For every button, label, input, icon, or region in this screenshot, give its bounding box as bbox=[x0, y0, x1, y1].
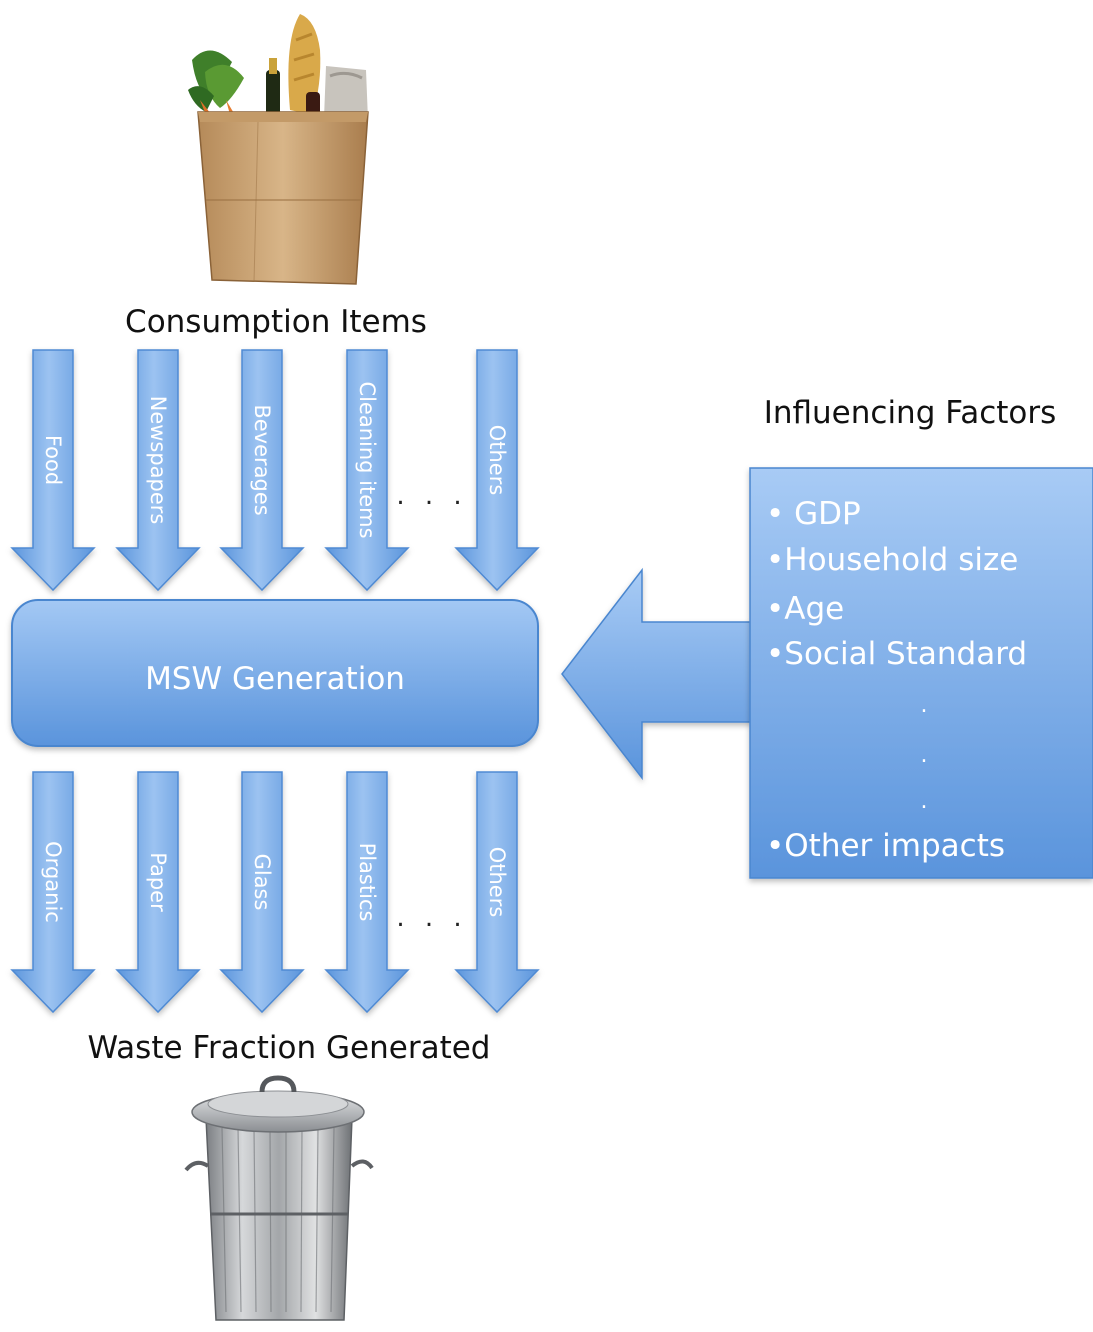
consumption-item-arrow: Newspapers bbox=[115, 349, 201, 592]
waste-item-arrow: Others bbox=[454, 771, 540, 1014]
waste-item-arrow: Glass bbox=[219, 771, 305, 1014]
waste-ellipsis: . . . bbox=[396, 903, 467, 933]
waste-item-label: Paper bbox=[146, 852, 170, 912]
consumption-item-arrow: Beverages bbox=[219, 349, 305, 592]
factors-box: • GDP •Household size •Age •Social Stand… bbox=[749, 467, 1093, 879]
factor-dot: . bbox=[921, 693, 928, 718]
consumption-item-arrow: Cleaning items bbox=[324, 349, 410, 592]
influence-arrow bbox=[561, 567, 753, 781]
waste-item-label: Others bbox=[485, 847, 509, 918]
factor-age: •Age bbox=[766, 591, 844, 627]
waste-item-label: Plastics bbox=[355, 843, 379, 922]
waste-item-arrow: Paper bbox=[115, 771, 201, 1014]
consumption-item-label: Food bbox=[41, 435, 65, 485]
waste-item-label: Organic bbox=[41, 841, 65, 923]
waste-item-arrow: Plastics bbox=[324, 771, 410, 1014]
grocery-bag-icon bbox=[188, 14, 369, 285]
msw-generation-box: MSW Generation bbox=[11, 599, 539, 747]
consumption-item-label: Beverages bbox=[250, 404, 274, 515]
trash-can-icon bbox=[184, 1075, 374, 1321]
factor-other-impacts: •Other impacts bbox=[766, 828, 1005, 864]
consumption-item-label: Cleaning items bbox=[355, 381, 379, 538]
factor-gdp: • GDP bbox=[766, 496, 861, 532]
consumption-arrows: Food Newspapers Beverages Cleaning items Oth… bbox=[10, 349, 540, 592]
consumption-item-arrow: Food bbox=[10, 349, 96, 592]
factor-social-standard: •Social Standard bbox=[766, 636, 1027, 672]
consumption-item-arrow: Others bbox=[454, 349, 540, 592]
waste-item-arrow: Organic bbox=[10, 771, 96, 1014]
factors-title: Influencing Factors bbox=[764, 395, 1057, 431]
factor-household-size: •Household size bbox=[766, 542, 1018, 578]
waste-item-label: Glass bbox=[250, 854, 274, 911]
consumption-item-label: Others bbox=[485, 425, 509, 496]
consumption-title: Consumption Items bbox=[125, 304, 427, 340]
waste-arrows: Organic Paper Glass Plastics Others bbox=[10, 771, 540, 1014]
factor-dot: . bbox=[921, 789, 928, 814]
waste-title: Waste Fraction Generated bbox=[88, 1030, 491, 1066]
consumption-item-label: Newspapers bbox=[146, 396, 170, 525]
msw-label: MSW Generation bbox=[145, 661, 405, 697]
factor-dot: . bbox=[921, 743, 928, 768]
consumption-ellipsis: . . . bbox=[396, 481, 467, 511]
